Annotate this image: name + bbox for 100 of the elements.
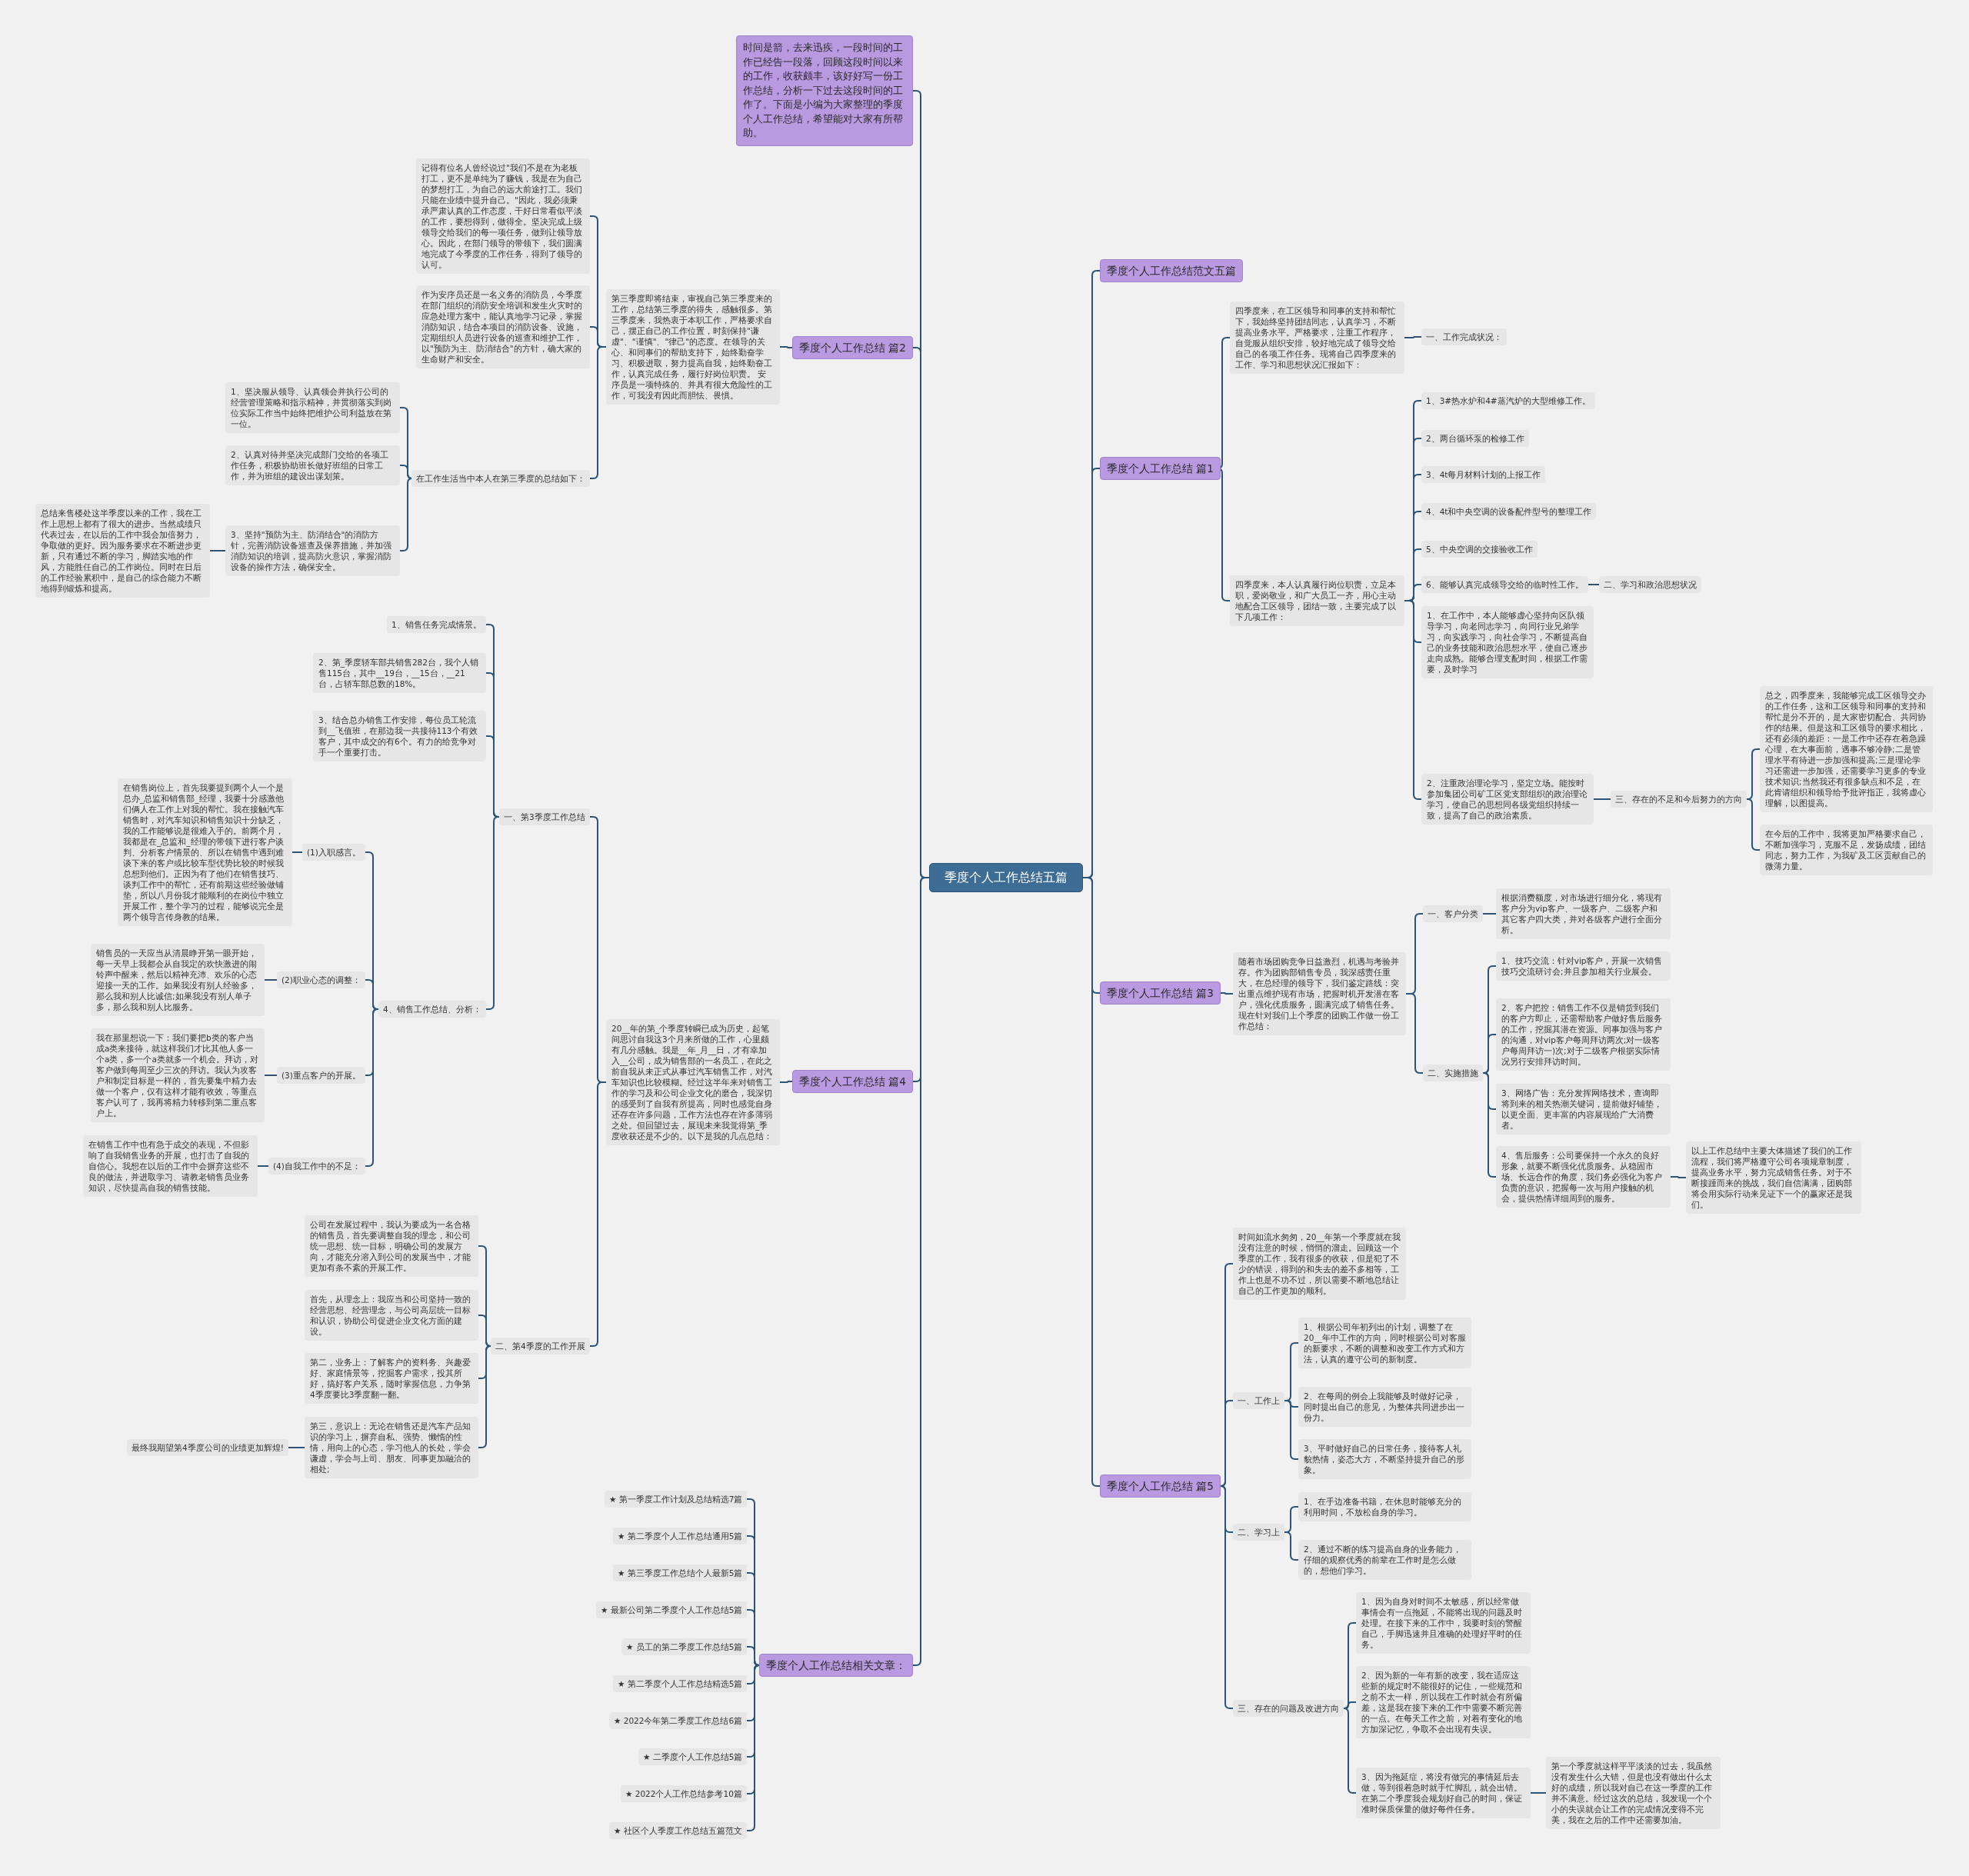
subtopic-label: 一、工作完成状况： [1421,328,1507,345]
connector-line [1530,1792,1547,1794]
connector-line [1284,1400,1299,1460]
subtopic-label: ★ 第三季度工作总结个人最新5篇 [613,1564,748,1581]
connector-line [1588,584,1600,585]
topic-note: 以上工作总结中主要大体描述了我们的工作流程，我们将严格遵守公司各项规章制度，提高业务水平，努力完成销售任务。对于不断接踵而来的挑战，我们自信满满，团购部将会用实际行动来见证下一个的赢家还是我们。 [1686,1141,1861,1214]
topic-note: 2、在每周的例会上我能够及时做好记录，同时提出自己的意见，为整体共同进步出一份力。 [1298,1387,1471,1427]
subtopic-label: 1、3#热水炉和4#蒸汽炉的大型维修工作。 [1421,392,1595,409]
subtopic-label: 4、4t和中央空调的设备配件型号的整理工作 [1421,503,1597,520]
branch-topic: 季度个人工作总结 篇3 [1100,981,1221,1005]
branch-topic: 季度个人工作总结 篇5 [1100,1474,1221,1498]
connector-line [1404,336,1422,338]
subtopic-label: ★ 最新公司第二季度个人工作总结5篇 [596,1601,748,1618]
topic-note: 四季度来，在工区领导和同事的支持和帮忙下，我始终坚持团结同志，认真学习，不断提高业务水平。严格要求，注重工作程序，自觉服从组织安排，较好地完成了领导交给自己的各项工作任务。现将自己四季度来的工作、学习和思想状况汇报如下： [1230,302,1404,374]
branch-topic: 季度个人工作总结 篇2 [792,336,913,359]
topic-note: 1、根据公司年初列出的计划，调整了在20__年中工作的方向，同时根据公司对客服的新要求，不断的调整和改变工作方式和方法，认真的遵守公司的新制度。 [1298,1318,1471,1368]
topic-note: 2、认真对待并坚决完成部门交给的各项工作任务，积极协助班长做好班组的日常工作，并为班组的建设出谋划策。 [225,445,400,485]
connector-line [1482,1072,1497,1178]
connector-line [1482,913,1497,915]
topic-note: 3、因为拖延症，将没有做完的事情延后去做，等到很着急时就手忙脚乱，就会出错。在第二个季度我会规划好自己的时间，保证准时保质保量的做好每件任务。 [1356,1768,1531,1818]
topic-note: 1、技巧交流：针对vip客户，开展一次销售技巧交流研讨会;并且参加相关行业展会。 [1496,951,1671,981]
branch-topic: 季度个人工作总结 篇4 [792,1070,913,1093]
topic-note: 总结来售楼处这半季度以来的工作，我在工作上思想上都有了很大的进步。当然成绩只代表过去，在以后的工作中我会加倍努力，争取做的更好。因为服务要求在不断进步更新，只有通过不断的学习，脚踏实地的作风，方能胜任自己的工作岗位。同时在日后的工作经验累积中，是自己的综合能力不断地得到锻炼和提高。 [35,504,210,598]
subtopic-label: 2、两台循环泵的检修工作 [1421,430,1529,447]
topic-note: 3、平时做好自己的日常任务，接待客人礼貌热情，姿态大方，不断坚持提升自己的形象。 [1298,1439,1471,1479]
topic-note: 在销售工作中也有急于成交的表现，不但影响了自我销售业务的开展，也打击了自我的自信心。我想在以后的工作中会摒弃这些不良的做法，并进取学习、请教老销售员业务知识，尽快提高自我的销售技能。 [83,1135,258,1197]
topic-note: 根据消费额度，对市场进行细分化，将现有客户分为vip客户、一级客户、二级客户和其它客户四大类，并对各级客户进行全面分析。 [1496,888,1671,939]
topic-note: 20__年的第_个季度转瞬已成为历史，起笔间思讨自我这3个月来所做的工作，心里颇有几分感触。我是__年_月__日，才有幸加入__公司，成为销售部的一名员工，在此之前自我从未正式从事过汽车销售工作，对汽车知识也比较模糊。经过这半年来对销售工作的学习及和公司企业文化的磨合，我深切的感受到了自我有所提高，同时也感觉自身还存在许多问题，工作方法也存在许多薄弱之处。但回望过去，展现未来我觉得第_季度收获还是不少的。以下是我的几点总结： [606,1019,780,1145]
connector-line [1670,1176,1687,1178]
connector-line [1405,993,1424,1074]
subtopic-label: ★ 二季度个人工作总结5篇 [638,1748,748,1765]
connector-line [746,1664,760,1831]
topic-note: 首先，从理念上：我应当和公司坚持一致的经营思想、经营理念，与公司高层统一目标和认识，协助公司促进企业文化方面的建设。 [305,1290,478,1341]
topic-note: 销售员的一天应当从清晨睁开第一眼开始，每一天早上我都会从自我定的欢快激进的闹铃声中醒来，然后以精神充沛、欢乐的心态迎接一天的工作。如果我没有别人经验多，那么我和别人比诚信;如果我没有别人单子多，那么我和别人比服务。 [91,944,265,1016]
topic-note: 2、因为新的一年有新的改变，我在适应这些新的规定时不能很好的记住，一些规范和之前不太一样，所以我在工作时就会有所偏差，这是我在接下来的工作中需要不断完善的一点。在每天工作之前，对着有变化的地方加深记忆，争取不会出现有失误。 [1356,1666,1531,1738]
topic-note: 四季度来，本人认真履行岗位职责，立足本职，爱岗敬业，和广大员工一齐，用心主动地配合工区领导，团结一致，主要完成了以下几项工作： [1230,575,1404,626]
topic-note: 3、坚持"预防为主、防消结合"的消防方针，完善消防设备巡查及保养措施，并加强消防知识的培训，提高防火意识，掌握消防设备的操作方法，确保安全。 [225,525,400,576]
connector-line [1220,1485,1234,1709]
topic-note: 1、在手边准备书籍，在休息时能够充分的利用时间，不放松自身的学习。 [1298,1492,1471,1521]
subtopic-label: 二、第4季度的工作开展 [491,1338,590,1355]
subtopic-label: ★ 2022今年第二季度工作总结6篇 [609,1712,748,1729]
subtopic-label: 二、学习上 [1233,1524,1284,1541]
connector-line [264,979,278,981]
subtopic-label: (2)职业心态的调整： [277,971,365,988]
connector-line [478,1345,491,1448]
connector-line [1343,1708,1357,1794]
topic-note: 我在那里想说一下：我们要把b类的客户当成a类来接待，就这样我们才比其他人多一个a类，多一个a类就多一个机会。拜访，对客户做到每周至少三次的拜访。我认为攻客户和制定目标是一样的，首先要集中精力去做一个客户，仅有这样才能有收效，等重点客户认可了，我再将精力转移到第二重点客户上。 [91,1028,265,1122]
branch-topic: 季度个人工作总结范文五篇 [1100,259,1243,282]
connector-line [399,478,413,551]
central-topic: 季度个人工作总结五篇 [929,863,1083,892]
subtopic-label: (3)重点客户的开展。 [277,1067,365,1084]
topic-note: 1、因为自身对时间不太敏感，所以经常做事情会有一点拖延，不能将出现的问题及时处理。在接下来的工作中，我要时刻的警醒自己，手脚迅速并且准确的处理好平时的任务。 [1356,1592,1531,1654]
connector-line [292,851,303,853]
connector-line [1746,798,1761,851]
topic-note: 第二，业务上：了解客户的资料务、兴趣爱好、家庭情景等，挖掘客户需求，投其所好，搞好客户关系，随时掌握信息，力争第4季度要比3季度翻一翻。 [305,1353,478,1404]
topic-note: 作为安序员还是一名义务的消防员，今季度在部门组织的消防安全培训和发生火灾时的应急处理方案中，能认真地学习记录，掌握消防知识，结合本项目的消防设备、设施，定期组织人员进行设备的巡查和维护工作，以"预防为主、防消结合"的方针，确大家的生命财产和安全。 [416,285,590,368]
subtopic-label: ★ 第二季度个人工作总结通用5篇 [613,1528,748,1544]
connector-line [485,816,500,1010]
connector-line [257,1165,269,1167]
subtopic-label: ★ 2022个人工作总结参考10篇 [621,1785,747,1802]
topic-note: 4、售后服务：公司要保持一个永久的良好形象，就要不断强化优质服务。从稳固市场、长远合作的角度，我们务必强化为客户负责的意识，把握每一次与用户接触的机会，提供热情详细周到的服务。 [1496,1146,1671,1208]
connector-line [589,346,607,479]
topic-note: 1、坚决服从领导、认真领会并执行公司的经营管理策略和指示精神，并贯彻落实到岗位实际工作当中始终把维护公司利益放在第一位。 [225,382,400,433]
subtopic-label: ★ 员工的第二季度工作总结5篇 [621,1638,748,1655]
topic-note: 2、第_季度轿车部共销售282台，我个人销售115台，其中__19台，__15台，__21台，占轿车部总数的18%。 [313,653,486,693]
connector-line [1284,1531,1299,1561]
subtopic-label: 二、实施措施 [1423,1065,1483,1081]
subtopic-label: 6、能够认真完成领导交给的临时性工作。 [1421,576,1588,593]
topic-note: 第一个季度就这样平平淡淡的过去，我虽然没有发生什么大错，但是也没有做出什么太好的成绩，所以我对自己在这一季度的工作并不满意。经过这次的总结，我发现一个个小的失误就会让工作的完成情况变得不完美，我在之后的工作中还需要加油。 [1546,1757,1721,1829]
subtopic-label: 三、存在的不足和今后努力的方向 [1611,791,1747,808]
intro-note: 时间是箭，去来迅疾，一段时间的工作已经告一段落，回顾这段时间以来的工作，收获颇丰，该好好写一份工作总结，分析一下过去这段时间的工作了。下面是小编为大家整理的季度个人工作总结，希望能对大家有所帮助。 [736,35,913,146]
topic-note: 2、注重政治理论学习，坚定立场。能按时参加集团公司矿工区党支部组织的政治理论学习，使自己的思想同各级党组织持续一致，提高了自己的政治素质。 [1421,774,1594,825]
subtopic-label: 三、存在的问题及改进方向 [1233,1700,1344,1717]
connector-line [264,1075,278,1076]
topic-note: 记得有位名人曾经说过"我们不是在为老板打工，更不是单纯为了赚钱，我是在为自己的梦想打工，为自己的远大前途打工。我们只能在业绩中提升自己。"因此，我必须秉承严肃认真的工作态度，干好日常看似平淡的工作，要想得到，做得全。坚决完成上级领导交给我们的每一项任务，做到让领导放心。因此，在部门领导的带领下，我们圆满地完成了今季度的工作任务，得到了领导的认可。 [416,158,590,274]
topic-note: 2、客户把控：销售工作不仅是销货到我们的客户方即止，还需帮助客户做好售后服务的工作，挖掘其潜在资源。同事加强与客户的沟通，对vip客户每周拜访两次;对一级客户每周拜访一)次;对于二级客户根据实际情况另行安排拜访时间。 [1496,998,1671,1071]
topic-note: 3、网络广告：充分发挥网络技术，查询即将到来的相关热潮关键词，提前做好铺垫，以更全面、更丰富的内容展现给广大消费者。 [1496,1084,1671,1135]
topic-note: 公司在发展过程中，我认为要成为一名合格的销售员，首先要调整自我的理念，和公司统一思想、统一目标，明确公司的发展方向，才能充分溶入到公司的发展当中，才能更加有条不紊的开展工作。 [305,1215,478,1277]
subtopic-label: 一、工作上 [1233,1392,1284,1409]
connector-line [365,1008,379,1167]
subtopic-label: 在工作生活当中本人在第三季度的总结如下： [411,470,590,487]
topic-note: 第三季度即将结束，审视自己第三季度来的工作，总结第三季度的得失，感触很多。第三季度来，我热衷于本职工作，严格要求自己，摆正自己的工作位置，时刻保持"谦虚"、"谨慎"、"律己"的态度。在领导的关心、和同事们的帮助支持下，始终勤奋学习、积极进取，努力提高自我，始终勤奋工作，认真完成任务，履行好岗位职责。 安序员是一项特殊的、并具有很大危险性的工作，可我没有因此而胆怯、畏惧。 [606,289,780,405]
connector-line [779,1081,793,1083]
connector-line [1593,798,1611,800]
subtopic-label: 3、4t每月材料计划的上报工作 [1421,466,1546,483]
topic-note: 1、在工作中，本人能够虚心坚持向区队领导学习，向老同志学习，向同行业兄弟学习，向实践学习，向社会学习，不断提高自己的业务技能和政治思想水平，使自己逐步走向成熟。能够合理支配时间，根据工作需要，及时学习 [1421,606,1594,678]
topic-note: 在今后的工作中，我将更加严格要求自己，不断加强学习，克服不足，发扬成绩，团结同志，努力工作，为我矿及工区贡献自己的微薄力量。 [1760,825,1933,875]
subtopic-label: 二、学习和政治思想状况 [1599,576,1701,593]
topic-note: 在销售岗位上，首先我要提到两个人一个是总办_总监和销售部_经理，我要十分感激他们俩人在工作上对我的帮忙。我在接触汽车销售时，对汽车知识和销售知识十分缺乏，我的工作能够说是很难入手的。前两个月，我都是在_总监和_经理的带领下进行客户谈判、分析客户情景的、所以在销售中遇到难谈下来的客户或比较车型优势比较的时候我总想到他们。正因为有了他们在销售技巧、谈判工作中的帮忙，还有前期这些经验做铺垫，所以八月份我才能顺利的在岗位中独立开展工作，整个学习的过程，能够说完全是两个领导言传身教的结果。 [118,778,292,926]
subtopic-label: (1)入职感言。 [302,844,365,861]
subtopic-label: ★ 第一季度工作计划及总结精选7篇 [605,1491,748,1508]
connector-line [1220,992,1234,995]
subtopic-label: 一、第3季度工作总结 [499,808,590,825]
subtopic-label: 最终我期望第4季度公司的业绩更加辉煌! [127,1439,288,1456]
subtopic-label: ★ 社区个人季度工作总结五篇范文 [609,1822,747,1839]
connector-line [779,346,793,348]
topic-note: 第三，意识上：无论在销售还是汽车产品知识的学习上，摒弃自私、强势、懒惰的性情，用向上的心态，学习他人的长处，学会谦虚，学会与上司、朋友、同事更加融洽的相处; [305,1417,478,1478]
connector-line [209,550,226,551]
connector-line [288,1447,305,1448]
topic-note: 总之，四季度来，我能够完成工区领导交办的工作任务，这和工区领导和同事的支持和帮忙是分不开的，是大家密切配合、共同协作的结果。但是这和工区领导的要求相比，还有必须的差距：一是工作中还存在着急躁心理，在大事面前，遇事不够冷静;二是管理水平有待进一步加强和提高;三是理论学习还需进一步加强，还需要学习更多的专业技术知识;当然我还有很多缺点和不足，在此肯请组织和领导给予批评指正，我将虚心理解，以图提高。 [1760,686,1933,812]
